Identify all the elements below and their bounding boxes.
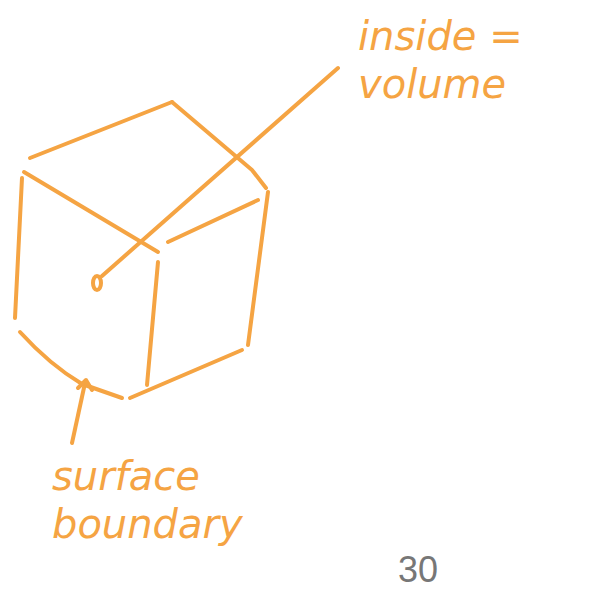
cube-edge — [130, 350, 242, 398]
cube-edge — [15, 178, 22, 318]
cube-edge — [30, 102, 172, 158]
leader-line — [72, 383, 85, 443]
callout-label: inside = volume — [358, 12, 598, 108]
cube-edge — [147, 262, 158, 385]
page-number: 30 — [398, 548, 438, 591]
cube-edge — [248, 192, 268, 345]
cube-edge — [24, 172, 158, 252]
cube-edge — [20, 332, 122, 398]
interior-point — [93, 276, 101, 290]
callout-label: surface boundary — [52, 452, 287, 548]
leader-line — [102, 68, 338, 276]
leader-arrowhead — [78, 380, 92, 390]
